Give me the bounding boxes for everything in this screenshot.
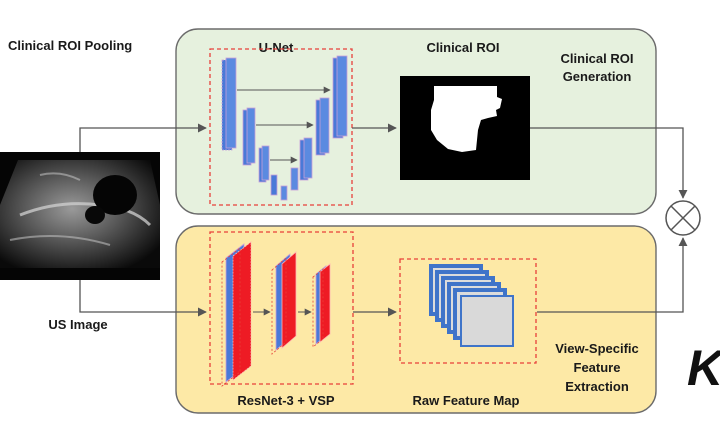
us-to-resnet-arrow — [79, 280, 207, 317]
us-image-label: US Image — [48, 317, 107, 332]
unet-dashed-box — [209, 48, 353, 206]
raw-feature-map-stack — [429, 264, 514, 347]
unet-network — [221, 55, 348, 201]
ultrasound-image — [0, 152, 160, 280]
resnet-dashed-box — [209, 231, 354, 385]
clinical-roi-label: Clinical ROI — [427, 40, 500, 55]
circled-times-icon — [665, 200, 701, 236]
feature-to-multiply-arrow — [537, 237, 688, 313]
roi-to-multiply-arrow — [530, 127, 688, 199]
feature-map-dashed-box — [399, 258, 537, 364]
figure-title: Clinical ROI Pooling — [8, 38, 132, 53]
view-specific-label-line3: Extraction — [565, 379, 629, 394]
view-specific-label-line1: View-Specific — [555, 341, 639, 356]
resnet-network — [221, 241, 331, 387]
unet-label: U-Net — [259, 40, 294, 55]
roi-generation-label-line1: Clinical ROI — [561, 51, 634, 66]
us-to-unet-arrow — [79, 123, 207, 152]
roi-generation-label-line2: Generation — [563, 69, 632, 84]
raw-feature-map-label: Raw Feature Map — [413, 393, 520, 408]
view-specific-label-line2: Feature — [574, 360, 621, 375]
k-letter: K — [687, 340, 720, 396]
roi-mask-image — [400, 76, 530, 180]
resnet-label: ResNet-3 + VSP — [237, 393, 335, 408]
